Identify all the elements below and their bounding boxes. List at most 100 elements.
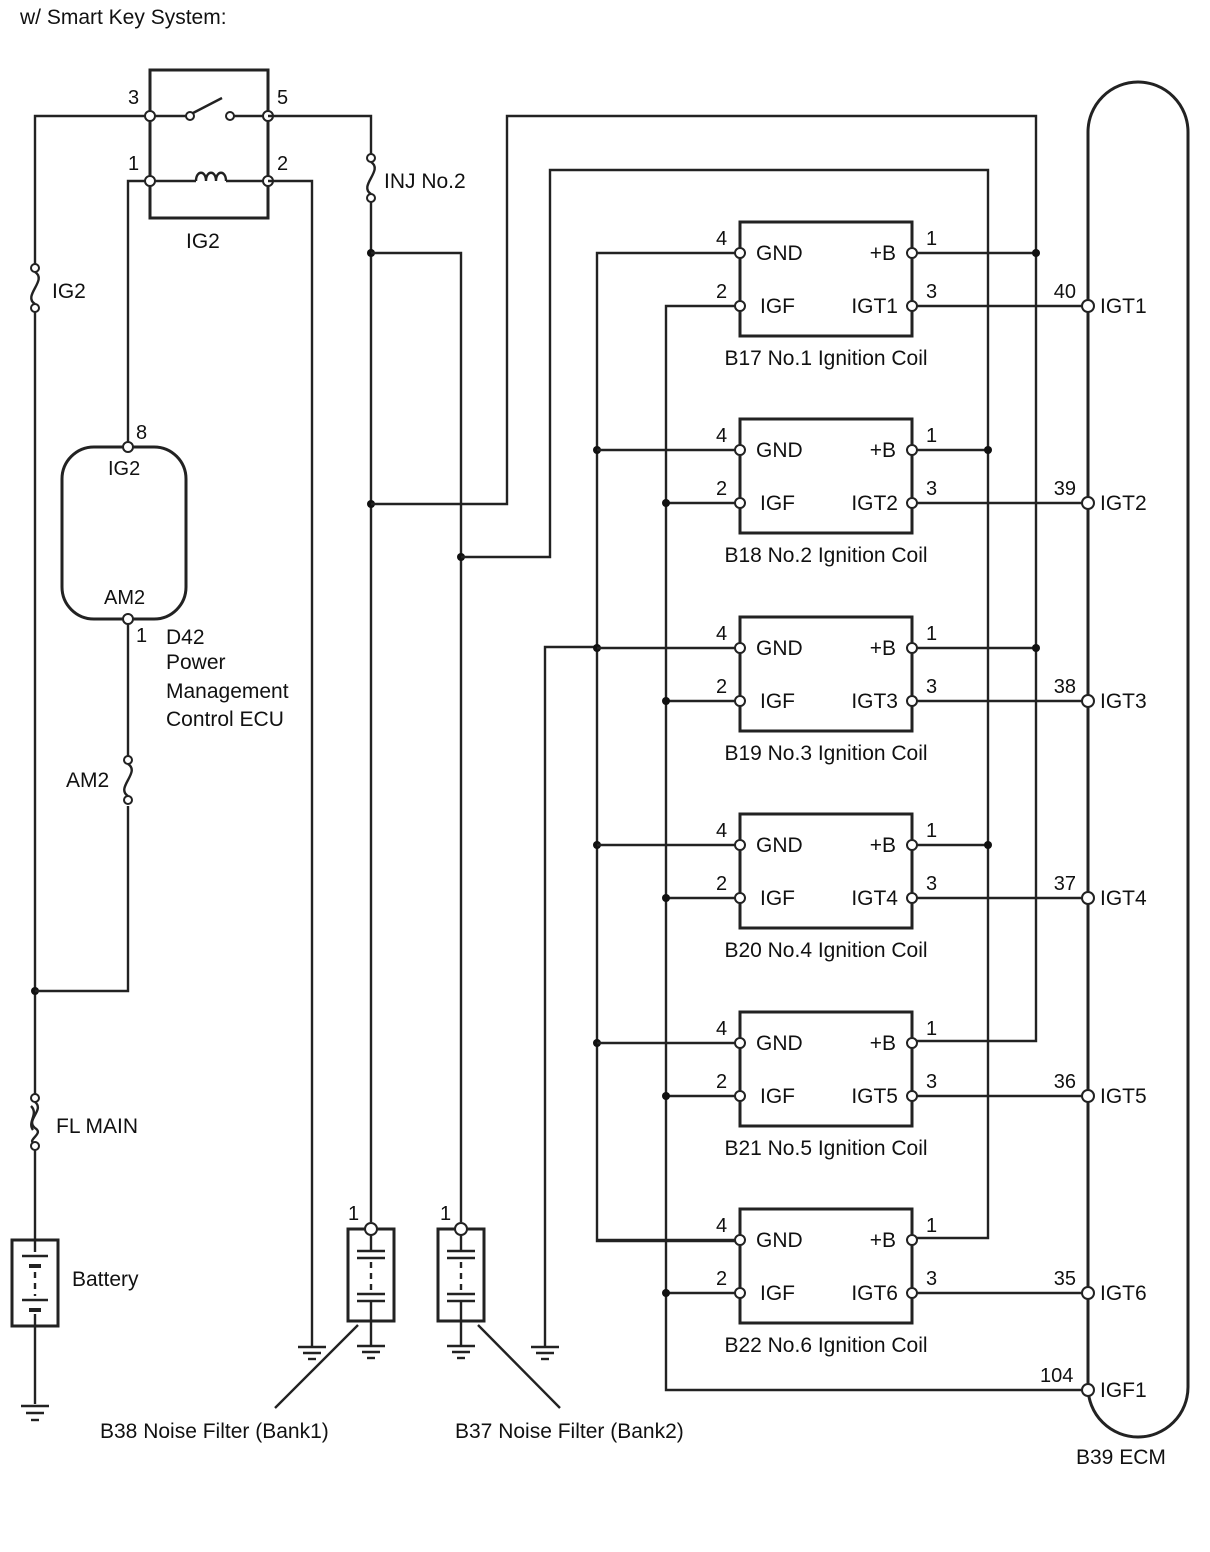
coil-pin-igt-number: 3 bbox=[926, 1071, 937, 1093]
relay-pin-2-label: 2 bbox=[277, 153, 288, 175]
junction-plusb bbox=[1032, 249, 1040, 257]
coil-pin-plusb bbox=[906, 839, 918, 851]
coil-pin-gnd-number: 4 bbox=[716, 820, 727, 842]
inj-fuse-label: INJ No.2 bbox=[384, 170, 466, 193]
coil-body bbox=[738, 1010, 914, 1128]
coil-pin-plusb bbox=[906, 1037, 918, 1049]
coil-pin-igf bbox=[734, 1090, 746, 1102]
ecm-pin-number: 39 bbox=[1054, 478, 1076, 500]
coil-pin-gnd bbox=[734, 1037, 746, 1049]
ecm-pin-igt2 bbox=[1081, 496, 1095, 510]
coil-label-igt: IGT1 bbox=[851, 295, 898, 318]
coil-pin-gnd-number: 4 bbox=[716, 1215, 727, 1237]
ecm-terminal-label: IGT2 bbox=[1100, 492, 1147, 515]
coil-pin-gnd bbox=[734, 1234, 746, 1246]
am2-fuse: AM2 bbox=[66, 755, 133, 805]
coil-pin-gnd bbox=[734, 839, 746, 851]
coil-pin-igf bbox=[734, 695, 746, 707]
coil-pin-igt bbox=[906, 1090, 918, 1102]
coil-label-igt: IGT2 bbox=[851, 492, 898, 515]
coil-label-plusb: +B bbox=[870, 1032, 896, 1055]
ecm-pin-number: 38 bbox=[1054, 676, 1076, 698]
ecm-pin-igt4 bbox=[1081, 891, 1095, 905]
junction-plusb bbox=[1032, 644, 1040, 652]
pm-ecu-code: D42 bbox=[166, 626, 205, 649]
am2-fuse-label: AM2 bbox=[66, 769, 109, 792]
coil-pin-igf bbox=[734, 892, 746, 904]
pm-ecu-pin-am2 bbox=[122, 613, 134, 625]
coil-label-igt: IGT3 bbox=[851, 690, 898, 713]
coil-pin-igf-number: 2 bbox=[716, 676, 727, 698]
coil-label-igf: IGF bbox=[760, 887, 795, 910]
junction-igf bbox=[662, 499, 670, 507]
coil-pin-igt bbox=[906, 300, 918, 312]
fl-main-fuse: FL MAIN bbox=[30, 1093, 138, 1151]
coil-pin-plusb-number: 1 bbox=[926, 228, 937, 250]
coil-pin-igt bbox=[906, 892, 918, 904]
ecm-terminal-label: IGT4 bbox=[1100, 887, 1147, 910]
coil-pin-gnd-number: 4 bbox=[716, 425, 727, 447]
coil-pin-igf-number: 2 bbox=[716, 478, 727, 500]
junction-plusb bbox=[984, 446, 992, 454]
coil-label-igt: IGT5 bbox=[851, 1085, 898, 1108]
coil-pin-plusb bbox=[906, 642, 918, 654]
coil-label-igt: IGT6 bbox=[851, 1282, 898, 1305]
coil-label-gnd: GND bbox=[756, 834, 803, 857]
coil-label-gnd: GND bbox=[756, 1229, 803, 1252]
coil-label-igt: IGT4 bbox=[851, 887, 898, 910]
ig2-relay bbox=[148, 68, 270, 220]
relay-pin-1-label: 1 bbox=[128, 153, 139, 175]
coil-pin-igt-number: 3 bbox=[926, 676, 937, 698]
coil-pin-gnd-number: 4 bbox=[716, 1018, 727, 1040]
ecm-pin-number: 35 bbox=[1054, 1268, 1076, 1290]
pm-ecu-name-3: Control ECU bbox=[166, 708, 284, 731]
ecm-terminal-label-igf1: IGF1 bbox=[1100, 1379, 1147, 1402]
coil-label-plusb: +B bbox=[870, 637, 896, 660]
relay-name: IG2 bbox=[186, 230, 220, 253]
pm-ecu-pin-ig2 bbox=[122, 441, 134, 453]
wire-relay-coil-to-ecu bbox=[126, 179, 150, 442]
coil-pin-plusb bbox=[906, 247, 918, 259]
noise-filter-bank2-pin: 1 bbox=[440, 1203, 451, 1225]
pm-ecu-name-2: Management bbox=[166, 680, 289, 703]
relay-pin-5-label: 5 bbox=[277, 87, 288, 109]
coil-name: B20 No.4 Ignition Coil bbox=[724, 939, 927, 962]
coil-label-plusb: +B bbox=[870, 834, 896, 857]
wire-plusb-feed-a bbox=[371, 114, 1038, 1043]
coil-pin-plusb-number: 1 bbox=[926, 623, 937, 645]
ecm-terminal-label: IGT1 bbox=[1100, 295, 1147, 318]
coil-body bbox=[738, 812, 914, 930]
ecm-terminal-label: IGT6 bbox=[1100, 1282, 1147, 1305]
wire-inj-to-bank2 bbox=[371, 251, 463, 1222]
ecm-pin-igt3 bbox=[1081, 694, 1095, 708]
coil-pin-igt bbox=[906, 497, 918, 509]
coil-label-igf: IGF bbox=[760, 1282, 795, 1305]
ecm-pin-igf1 bbox=[1081, 1383, 1095, 1397]
junction-igf bbox=[662, 1289, 670, 1297]
coil-label-plusb: +B bbox=[870, 1229, 896, 1252]
coil-pin-igf-number: 2 bbox=[716, 1071, 727, 1093]
coil-label-igf: IGF bbox=[760, 295, 795, 318]
coil-label-igf: IGF bbox=[760, 1085, 795, 1108]
relay-ground-icon bbox=[298, 1345, 326, 1361]
junction-igf bbox=[662, 894, 670, 902]
noise-filter-bank2-label: B37 Noise Filter (Bank2) bbox=[455, 1420, 684, 1443]
coil-name: B18 No.2 Ignition Coil bbox=[724, 544, 927, 567]
ecm-pin-number: 37 bbox=[1054, 873, 1076, 895]
junction-igf bbox=[662, 1092, 670, 1100]
coil-label-plusb: +B bbox=[870, 439, 896, 462]
wire-ig2-feed bbox=[33, 114, 150, 266]
inj-fuse: INJ No.2 bbox=[366, 153, 466, 203]
ecm-pin-igt1 bbox=[1081, 299, 1095, 313]
coil-pin-igf bbox=[734, 497, 746, 509]
wire-relay-to-inj bbox=[268, 114, 373, 154]
coil-body bbox=[738, 220, 914, 338]
pm-ecu-label-am2: AM2 bbox=[104, 587, 145, 609]
coil-pin-igf bbox=[734, 1287, 746, 1299]
coil-label-gnd: GND bbox=[756, 1032, 803, 1055]
coil-body bbox=[738, 615, 914, 733]
